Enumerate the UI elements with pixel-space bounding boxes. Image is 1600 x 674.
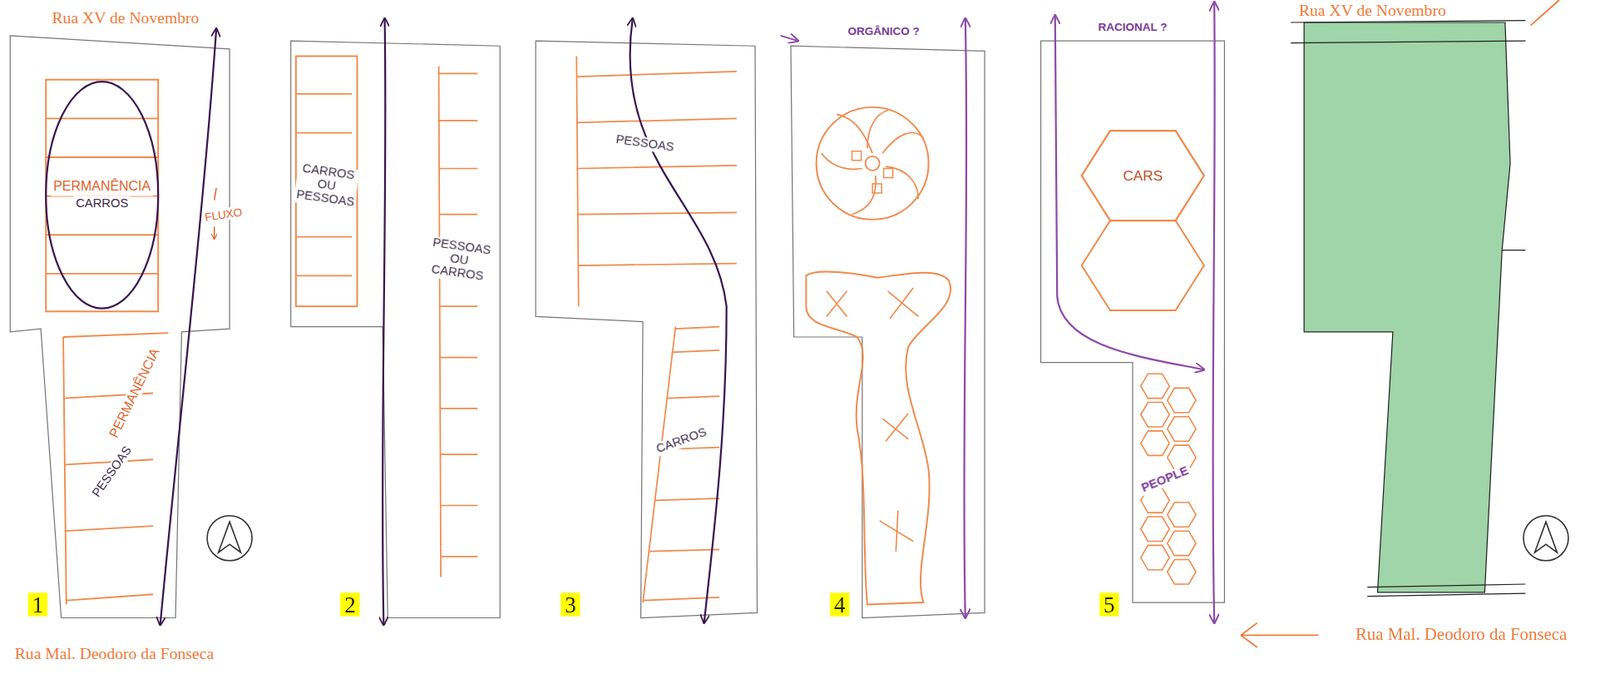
sketch-3-stroke <box>642 326 720 603</box>
sketch-4-stroke <box>826 287 919 552</box>
sketch-1-stroke <box>63 332 168 604</box>
cars-hexagon: CARS <box>1081 130 1205 221</box>
sketch-4-stroke <box>872 183 882 193</box>
zone-label: PERMANÊNCIA <box>105 344 163 442</box>
callout-number: 2 <box>340 592 360 616</box>
sketch-1 <box>9 28 252 625</box>
site-plan-stroke <box>1240 622 1319 647</box>
callout-number: 5 <box>1099 592 1119 616</box>
site-plan <box>1240 0 1569 647</box>
cars-hexagon-shape <box>1081 130 1205 221</box>
sketch-4-stroke <box>780 35 799 41</box>
callout-number: 4 <box>829 592 850 616</box>
sketch-5 <box>1041 1 1225 623</box>
zone-label: PESSOAS <box>88 442 136 502</box>
node-text: PERMANÊNCIA <box>51 177 154 196</box>
parking-zone-ellipse-shape <box>45 81 159 308</box>
sketch-4-stroke <box>805 271 951 605</box>
sketch-2 <box>291 18 501 625</box>
sketch-1-stroke <box>218 521 242 553</box>
node-content: PERMANÊNCIACARROS <box>45 81 159 308</box>
zone-label: CARROS OU PESSOAS <box>293 161 361 210</box>
node-text: CARROS <box>74 195 131 212</box>
sketch-1-stroke <box>207 515 252 561</box>
question-note: ORGÂNICO ? <box>845 24 922 37</box>
sketch-4-stroke <box>852 151 862 161</box>
question-note: RACIONAL ? <box>1096 19 1170 33</box>
sketch-5-stroke <box>1055 14 1205 370</box>
sketch-2-stroke <box>291 40 501 618</box>
zone-label: PESSOAS OU CARROS <box>425 236 493 285</box>
site-plan-stroke <box>1534 521 1557 553</box>
site-plan-stroke <box>1523 515 1569 561</box>
sketch-1-stroke <box>9 35 230 618</box>
sketch-5-stroke-stroke <box>1167 416 1196 441</box>
sketch-3-stroke <box>535 40 757 618</box>
sketch-5-stroke-stroke <box>1140 373 1170 398</box>
parking-zone-ellipse: PERMANÊNCIACARROS <box>45 81 159 308</box>
sketch-4-stroke <box>821 110 924 215</box>
flow-label: FLUXO <box>202 205 246 224</box>
callout-number: 1 <box>28 592 48 616</box>
sketch-3-stroke <box>576 55 737 307</box>
site-plan-stroke <box>1290 20 1526 597</box>
street-name: Rua XV de Novembro <box>49 9 202 28</box>
street-name: Rua Mal. Deodoro da Fonseca <box>1353 625 1570 645</box>
node-content: CARS <box>1081 130 1205 221</box>
sketch-5-stroke-stroke <box>1140 402 1170 427</box>
sketch-4-stroke <box>790 45 985 618</box>
sketch-5-stroke-stroke <box>1140 544 1170 569</box>
sketch-3-stroke <box>630 18 727 623</box>
sketch-5-stroke-stroke <box>1167 530 1196 555</box>
sketch-4 <box>780 18 985 618</box>
zone-label: CARROS <box>652 424 711 457</box>
zone-label: PESSOAS <box>612 133 677 156</box>
sketch-1-stroke <box>45 79 159 312</box>
sketch-5-stroke-stroke <box>1167 387 1196 412</box>
sketch-4-stroke <box>883 167 894 178</box>
sketch-4-stroke <box>865 156 880 171</box>
street-name: Rua Mal. Deodoro da Fonseca <box>9 644 218 663</box>
sketch-4-stroke <box>816 107 929 220</box>
sketch-5-stroke-stroke <box>1167 559 1196 584</box>
site-plan-stroke <box>1303 22 1511 593</box>
sketch-3 <box>535 18 757 623</box>
sketch-4-stroke <box>963 18 967 618</box>
sketch-5-stroke <box>1212 1 1215 623</box>
sketch-1-stroke <box>45 118 159 274</box>
sketch-2-stroke <box>439 66 479 578</box>
sketch-5-stroke-stroke <box>1140 516 1170 541</box>
callout-number: 3 <box>560 592 580 616</box>
street-name: Rua XV de Novembro <box>1296 0 1448 20</box>
sketch-2-stroke <box>382 18 386 625</box>
sketch-5-stroke-stroke <box>1167 502 1196 527</box>
sketch-5-stroke <box>1081 220 1205 311</box>
site-plan-stroke <box>1530 0 1560 26</box>
sketch-5-stroke-stroke <box>1140 430 1170 455</box>
node-text: CARS <box>1120 166 1166 185</box>
zone-label: PEOPLE <box>1137 463 1193 496</box>
